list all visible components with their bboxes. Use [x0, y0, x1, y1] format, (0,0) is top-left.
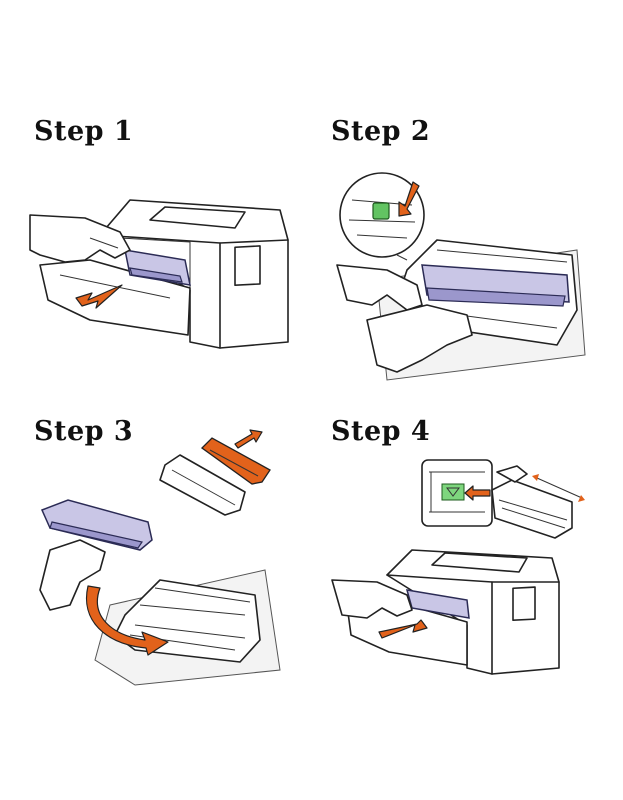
orange-arrow-icon — [398, 181, 420, 217]
printer-illustration — [99, 199, 289, 349]
green-lever-icon — [441, 483, 465, 501]
drum-unit-illustration — [114, 579, 261, 663]
step-1-title: Step 1 — [34, 116, 134, 147]
orange-arrow-icon — [75, 284, 123, 309]
orange-arrow-icon — [464, 485, 491, 501]
printer-illustration — [386, 549, 560, 675]
step-4-panel: Step 4 — [327, 410, 623, 700]
step-1-illustration — [29, 199, 289, 349]
orange-arrow-icon — [378, 619, 428, 639]
step-1-panel: Step 1 — [29, 110, 330, 400]
step-3-panel: Step 3 — [30, 410, 330, 700]
orange-arrow-icon — [234, 429, 263, 449]
step-2-title: Step 2 — [331, 116, 431, 147]
hand-illustration — [496, 465, 528, 483]
hand-illustration — [29, 214, 131, 263]
step-3-illustration — [39, 429, 281, 686]
step-2-panel: Step 2 — [327, 110, 623, 400]
green-lever-icon — [372, 202, 390, 220]
step-3-title: Step 3 — [34, 416, 134, 447]
toner-cartridge-illustration — [159, 437, 271, 516]
hand-illustration — [39, 539, 106, 611]
step-2-illustration — [336, 172, 586, 381]
step-4-title: Step 4 — [331, 416, 431, 447]
step-4-illustration — [331, 459, 585, 675]
